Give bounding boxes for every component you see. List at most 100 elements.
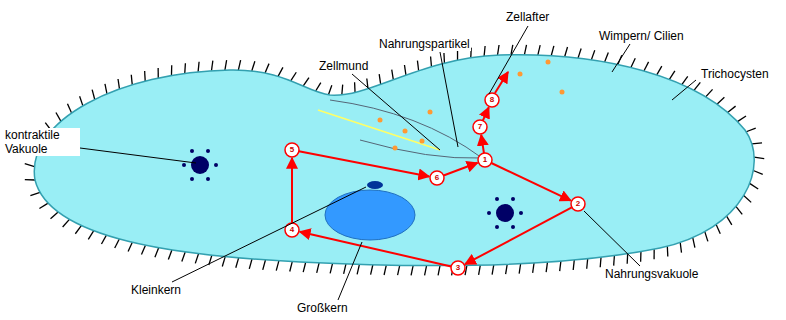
food-vacuole-path <box>285 72 585 275</box>
cilium <box>197 62 199 72</box>
cilium <box>291 72 297 81</box>
cilium <box>706 89 713 97</box>
cilium <box>411 265 413 275</box>
food-vacuole <box>571 197 585 211</box>
cilium <box>705 232 708 242</box>
cilium <box>425 265 427 275</box>
cilium <box>492 265 494 275</box>
cilium <box>479 265 481 275</box>
callout-number: 8 <box>485 93 499 107</box>
cilia <box>25 45 764 276</box>
cilium <box>276 261 279 271</box>
cilium <box>653 249 654 259</box>
food-path-arrow <box>465 207 572 264</box>
cilium <box>398 265 400 275</box>
part-label: Zellafter <box>505 10 550 24</box>
cilium <box>118 79 119 89</box>
cilium <box>392 70 394 80</box>
cilium <box>265 64 269 73</box>
cilium <box>744 195 751 202</box>
part-label: kontraktile Vakuole <box>4 128 80 156</box>
cilium <box>533 263 534 273</box>
cilium <box>605 53 609 62</box>
cilium <box>573 260 574 270</box>
cilium <box>252 61 255 71</box>
cilium <box>379 74 380 84</box>
cilium <box>92 90 95 100</box>
cilium <box>195 254 198 264</box>
cilium <box>225 60 227 70</box>
cilium <box>101 235 106 244</box>
food-path-arrow <box>300 232 451 267</box>
cilium <box>693 238 695 248</box>
cilium <box>222 257 225 267</box>
cilium <box>115 239 120 248</box>
cilium <box>746 128 756 132</box>
food-vacuole <box>430 171 444 185</box>
cilium <box>682 76 688 84</box>
cilium <box>354 82 356 92</box>
cilium <box>278 67 283 76</box>
cilium <box>80 96 83 106</box>
part-label: Wimpern/ Cilien <box>598 29 685 43</box>
contractile-vacuole <box>182 149 523 229</box>
cilium <box>131 75 133 85</box>
food-particles <box>378 60 565 151</box>
food-path-arrow <box>483 107 489 120</box>
callout-number: 3 <box>451 261 465 275</box>
cilium <box>591 50 594 60</box>
cilium <box>586 259 588 269</box>
callout-number: 1 <box>478 153 492 167</box>
cilium <box>727 216 732 225</box>
cilium <box>67 104 71 113</box>
cilium <box>737 116 746 122</box>
cilium <box>716 225 720 234</box>
callout-number: 2 <box>571 197 585 211</box>
cilium <box>631 58 635 67</box>
cilium <box>63 219 70 227</box>
cilium <box>694 82 700 90</box>
cilium <box>105 84 107 94</box>
part-label: Großkern <box>296 301 349 315</box>
cilium <box>519 263 521 273</box>
food-path-arrow <box>444 163 478 176</box>
cilium <box>667 246 669 256</box>
food-path-arrow <box>291 158 293 223</box>
cilium <box>627 254 629 264</box>
cilium <box>404 65 405 75</box>
cilium <box>25 164 35 167</box>
cilium <box>236 258 239 268</box>
callout-number: 6 <box>430 171 444 185</box>
food-path-arrow <box>481 135 484 153</box>
cilium <box>303 262 305 272</box>
cilium <box>371 265 373 275</box>
cilium <box>211 61 212 71</box>
part-label: Nahrungspartikel <box>378 37 471 51</box>
cilium <box>443 53 445 63</box>
cilium <box>754 157 764 159</box>
food-path-arrow <box>491 163 570 201</box>
cilium <box>753 171 762 175</box>
micronucleus <box>367 181 383 189</box>
cilium <box>560 261 561 271</box>
cilium <box>157 68 158 78</box>
part-label: Trichocysten <box>700 67 770 81</box>
cilium <box>600 257 602 267</box>
macronucleus <box>325 190 415 240</box>
cell-body <box>34 55 754 266</box>
cilium <box>752 142 762 144</box>
cell-mouth <box>318 100 482 158</box>
part-label: Kleinkern <box>130 283 182 297</box>
cilium <box>506 264 508 274</box>
cilium <box>315 83 320 92</box>
cilium <box>644 62 649 71</box>
callout-number: 5 <box>285 143 299 157</box>
cilium <box>328 85 331 95</box>
cilium <box>750 183 759 189</box>
food-vacuole <box>478 153 492 167</box>
cilium <box>56 112 61 121</box>
cilium <box>25 179 35 181</box>
food-path-arrow <box>299 151 429 176</box>
cilium <box>669 71 674 80</box>
